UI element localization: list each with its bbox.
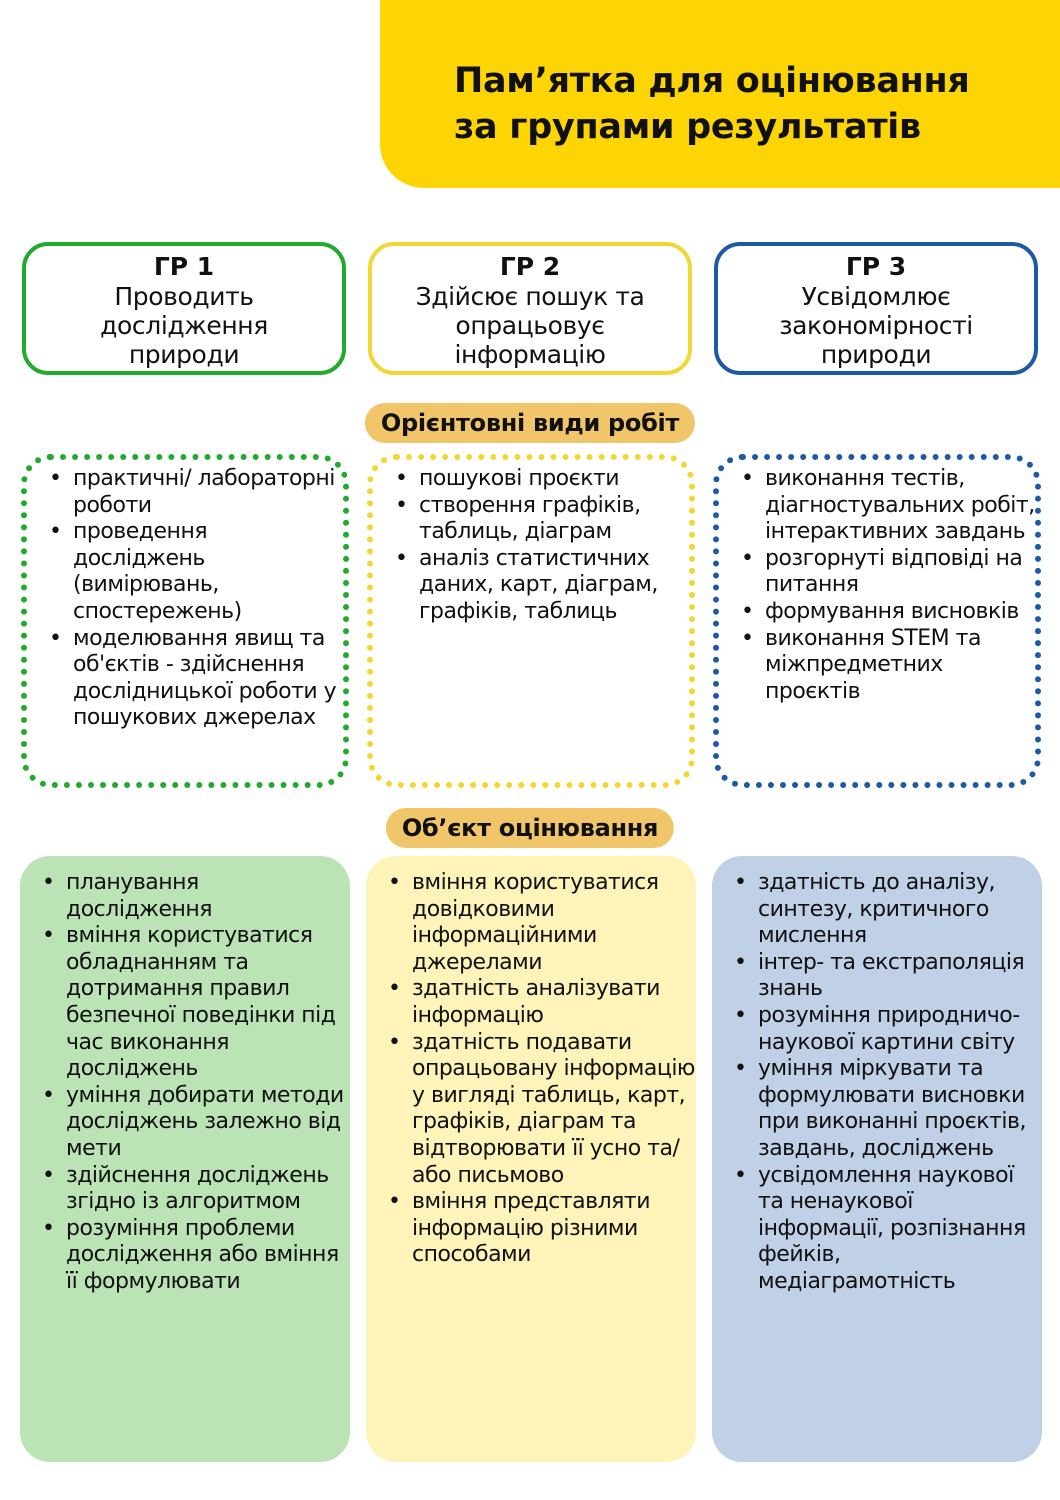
- list-item: інтер- та екстраполяція знань: [712, 950, 1042, 1003]
- works-section-label: Орієнтовні види робіт: [364, 403, 696, 443]
- object-section-label: Об’єкт оцінювання: [385, 808, 675, 848]
- list-item: вміння користуватися довідковими інформа…: [366, 870, 696, 976]
- works-card-2: пошукові проєкти створення графіків, таб…: [367, 454, 695, 788]
- list-item: практичні/ лабораторні роботи: [27, 466, 343, 519]
- list-item: проведення досліджень (вимірювань, спост…: [27, 519, 343, 625]
- list-item: розуміння природничо-наукової картини св…: [712, 1003, 1042, 1056]
- works-card-1: практичні/ лабораторні роботи проведення…: [21, 454, 349, 788]
- list-item: моделювання явищ та об'єктів - здійсненн…: [27, 626, 343, 732]
- object-list: здатність до аналізу, синтезу, критичног…: [712, 870, 1042, 1296]
- list-item: розуміння проблеми дослідження або вмінн…: [20, 1216, 350, 1296]
- group-card-2: ГР 2 Здійсює пошук та опрацьовує інформа…: [368, 242, 692, 375]
- object-card-2: вміння користуватися довідковими інформа…: [366, 856, 696, 1462]
- object-list: вміння користуватися довідковими інформа…: [366, 870, 696, 1269]
- list-item: здатність до аналізу, синтезу, критичног…: [712, 870, 1042, 950]
- group-code: ГР 1: [153, 252, 215, 281]
- object-card-1: планування дослідження вміння користуват…: [20, 856, 350, 1462]
- title-banner: Пам’ятка для оцінювання за групами резул…: [380, 0, 1060, 188]
- list-item: виконання тестів, діагностувальних робіт…: [719, 466, 1035, 546]
- list-item: планування дослідження: [20, 870, 350, 923]
- list-item: уміння добирати методи досліджень залежн…: [20, 1083, 350, 1163]
- group-card-1: ГР 1 Проводить дослідження природи: [22, 242, 346, 375]
- object-list: планування дослідження вміння користуват…: [20, 870, 350, 1296]
- list-item: здатність аналізувати інформацію: [366, 976, 696, 1029]
- list-item: формування висновків: [719, 599, 1035, 626]
- works-list: пошукові проєкти створення графіків, таб…: [373, 466, 689, 626]
- group-description: Усвідомлює закономірності природи: [779, 282, 973, 369]
- list-item: виконання STEM та міжпредметних проєктів: [719, 626, 1035, 706]
- works-list: практичні/ лабораторні роботи проведення…: [27, 466, 343, 732]
- list-item: здатність подавати опрацьовану інформаці…: [366, 1030, 696, 1190]
- works-list: виконання тестів, діагностувальних робіт…: [719, 466, 1035, 705]
- list-item: створення графіків, таблиць, діаграм: [373, 493, 689, 546]
- group-code: ГР 3: [845, 252, 907, 281]
- list-item: пошукові проєкти: [373, 466, 689, 493]
- object-card-3: здатність до аналізу, синтезу, критичног…: [712, 856, 1042, 1462]
- list-item: аналіз статистичних даних, карт, діаграм…: [373, 546, 689, 626]
- group-description: Здійсює пошук та опрацьовує інформацію: [415, 282, 645, 369]
- list-item: здійснення досліджень згідно із алгоритм…: [20, 1163, 350, 1216]
- group-card-3: ГР 3 Усвідомлює закономірності природи: [714, 242, 1038, 375]
- list-item: уміння міркувати та формулювати висновки…: [712, 1056, 1042, 1162]
- list-item: вміння представляти інформацію різними с…: [366, 1189, 696, 1269]
- group-code: ГР 2: [499, 252, 561, 281]
- list-item: вміння користуватися обладнанням та дотр…: [20, 923, 350, 1083]
- page-title: Пам’ятка для оцінювання за групами резул…: [454, 61, 970, 147]
- group-description: Проводить дослідження природи: [100, 282, 268, 369]
- list-item: розгорнуті відповіді на питання: [719, 546, 1035, 599]
- list-item: усвідомлення наукової та ненаукової інфо…: [712, 1163, 1042, 1296]
- works-card-3: виконання тестів, діагностувальних робіт…: [713, 454, 1041, 788]
